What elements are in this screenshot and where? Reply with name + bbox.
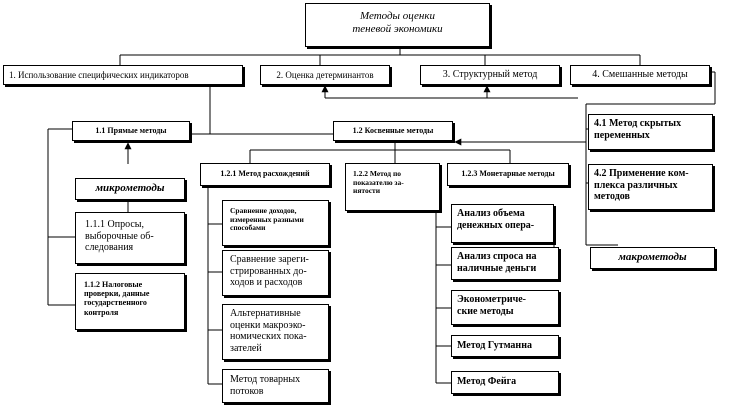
gutmann-method-label: Метод Гутманна <box>457 340 532 351</box>
macro-indicators-line-4: зателей <box>230 342 262 354</box>
econometric-methods-box: Эконометриче- ские методы <box>451 290 559 325</box>
hidden-variables-line-2: переменных <box>594 129 650 141</box>
level1-box-mixed: 4. Смешанные методы <box>570 65 710 85</box>
income-comparison-line-2: измеренных разными <box>230 214 304 224</box>
transaction-volume-line-2: денежных опера- <box>457 219 535 231</box>
transaction-volume-line-1: Анализ объема <box>457 208 525 219</box>
macro-indicators-line-3: номических пока- <box>230 331 307 342</box>
complex-methods-box: 4.2 Применение ком- плекса различных мет… <box>588 164 713 210</box>
cash-demand-line-1: Анализ спроса на <box>457 251 537 262</box>
surveys-box: 1.1.1 Опросы, выборочные об- следования <box>75 212 185 264</box>
macro-indicators-box: Альтернативные оценки макроэко- номическ… <box>222 304 329 360</box>
employment-method-box: 1.2.2 Метод по показателю за- нятости <box>345 163 440 211</box>
macro-indicators-line-2: оценки макроэко- <box>230 319 306 331</box>
macro-methods-label: макрометоды <box>618 251 687 263</box>
feige-method-box: Метод Фейга <box>451 371 559 394</box>
complex-methods-line-2: плекса различных <box>594 179 678 191</box>
commodity-flow-box: Метод товарных потоков <box>222 369 329 403</box>
econometric-methods-line-1: Эконометриче- <box>457 294 526 305</box>
income-comparison-box: Сравнение доходов, измеренных разными сп… <box>222 200 329 246</box>
gutmann-method-box: Метод Гутманна <box>451 335 559 357</box>
level1-label-mixed: 4. Смешанные методы <box>592 69 688 80</box>
level1-box-structural: 3. Структурный метод <box>420 65 560 85</box>
indirect-methods-label: 1.2 Косвенные методы <box>352 126 434 135</box>
transaction-volume-box: Анализ объема денежных опера- <box>451 204 554 243</box>
root-line-1: Методы оценки <box>359 10 436 22</box>
econometric-methods-line-2: ские методы <box>457 305 514 317</box>
registered-income-box: Сравнение зареги- стрированных до- ходов… <box>222 250 329 296</box>
employment-method-line-2: показателю за- <box>353 177 404 187</box>
monetary-methods-box: 1.2.3 Монетарные методы <box>447 163 569 186</box>
surveys-line-3: следования <box>85 242 134 253</box>
hidden-variables-line-1: 4.1 Метод скрытых <box>594 118 682 129</box>
cash-demand-line-2: наличные деньги <box>457 262 537 274</box>
macro-methods-box: макрометоды <box>590 247 715 269</box>
commodity-flow-line-2: потоков <box>230 385 264 397</box>
income-comparison-line-1: Сравнение доходов, <box>230 206 297 215</box>
root-line-2: теневой экономики <box>352 22 443 35</box>
complex-methods-line-1: 4.2 Применение ком- <box>594 168 689 179</box>
macro-indicators-line-1: Альтернативные <box>230 308 301 319</box>
complex-methods-line-3: методов <box>594 191 630 202</box>
level1-box-indicators: 1. Использование специфических индикатор… <box>3 65 243 85</box>
level1-label-structural: 3. Структурный метод <box>442 69 538 80</box>
tax-audits-line-1: 1.1.2 Налоговые <box>84 280 143 289</box>
level1-label-indicators: 1. Использование специфических индикатор… <box>9 70 189 80</box>
employment-method-line-3: нятости <box>353 186 381 196</box>
tax-audits-line-3: государственного <box>84 298 147 308</box>
surveys-line-2: выборочные об- <box>85 230 154 242</box>
root-box: Методы оценки теневой экономики <box>305 3 490 47</box>
surveys-line-1: 1.1.1 Опросы, <box>85 219 144 230</box>
feige-method-label: Метод Фейга <box>457 376 517 387</box>
cash-demand-box: Анализ спроса на наличные деньги <box>451 247 559 280</box>
discrepancy-method-box: 1.2.1 Метод расхождений <box>200 163 330 186</box>
direct-methods-box: 1.1 Прямые методы <box>72 121 190 141</box>
discrepancy-method-label: 1.2.1 Метод расхождений <box>220 169 310 178</box>
registered-income-line-2: стрированных до- <box>230 265 307 277</box>
employment-method-line-1: 1.2.2 Метод по <box>353 169 402 178</box>
indirect-methods-box: 1.2 Косвенные методы <box>333 121 453 141</box>
level1-box-determinants: 2. Оценка детерминантов <box>260 65 390 85</box>
tax-audits-line-4: контроля <box>84 307 119 317</box>
registered-income-line-1: Сравнение зареги- <box>230 254 309 265</box>
direct-methods-label: 1.1 Прямые методы <box>95 126 167 135</box>
level1-label-determinants: 2. Оценка детерминантов <box>276 70 374 80</box>
commodity-flow-line-1: Метод товарных <box>230 374 301 385</box>
micro-methods-label: микрометоды <box>95 182 165 194</box>
registered-income-line-3: ходов и расходов <box>230 277 303 288</box>
micro-methods-box: микрометоды <box>75 178 185 200</box>
income-comparison-line-3: способами <box>230 223 266 233</box>
tax-audits-line-2: проверки, данные <box>84 289 150 299</box>
hidden-variables-box: 4.1 Метод скрытых переменных <box>588 114 713 150</box>
tax-audits-box: 1.1.2 Налоговые проверки, данные государ… <box>75 273 185 330</box>
monetary-methods-label: 1.2.3 Монетарные методы <box>461 169 555 178</box>
